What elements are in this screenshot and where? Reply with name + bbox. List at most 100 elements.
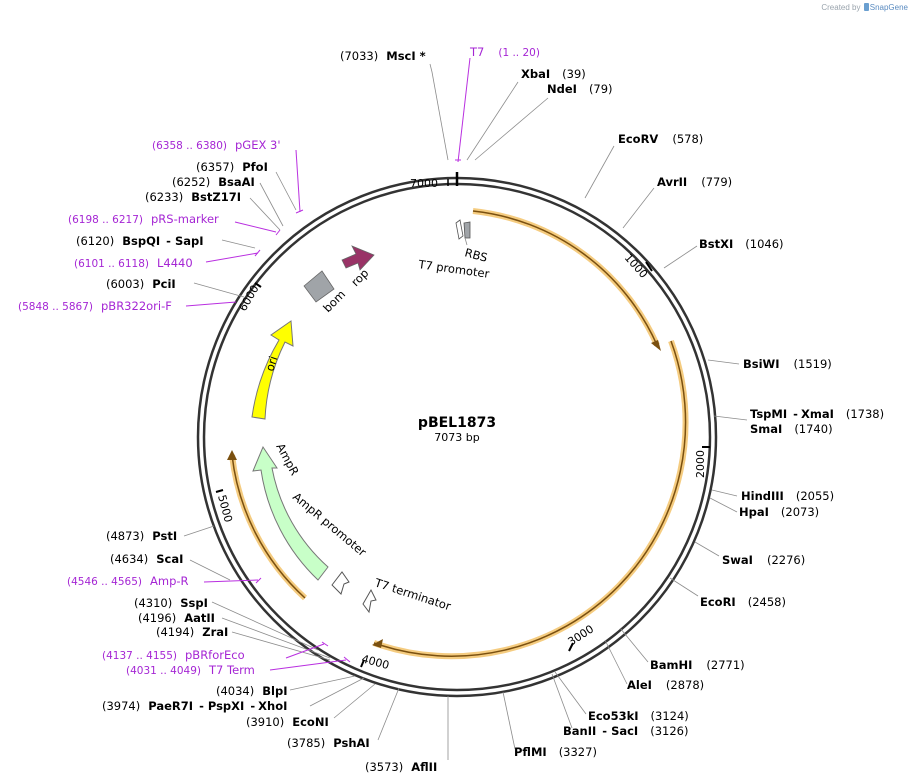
name-bsiWI: BsiWI [743, 357, 780, 371]
name-pspXI: PspXI [208, 699, 244, 713]
orf-arc-2-halo [373, 339, 689, 660]
label-aleI[interactable]: AleI(2878) [627, 678, 704, 692]
leader-t7term [269, 659, 347, 671]
label-amp-r[interactable]: (4546 .. 4565)Amp-R [67, 574, 189, 588]
label-l4440[interactable]: (6101 .. 6118)L4440 [74, 256, 193, 270]
pos-aatII: (4196) [138, 611, 176, 625]
name-pgex3: pGEX 3' [235, 138, 281, 152]
label-mscI[interactable]: (7033)MscI * [340, 49, 426, 63]
range-pgex3: (6358 .. 6380) [152, 140, 227, 152]
label-bstZ17I[interactable]: (6233)BstZ17I [145, 190, 241, 204]
label-bspQI[interactable]: (6120)BspQI-SapI [76, 234, 204, 248]
credit-prefix: Created by [821, 3, 861, 12]
pos-ndeI: (79) [589, 82, 613, 96]
tick-6000: 6000 [236, 283, 261, 314]
leader-pbr322ori-f [185, 301, 237, 307]
name-pciI: PciI [152, 277, 175, 291]
leader-xbaI [466, 81, 519, 161]
label-t7[interactable]: T7(1 .. 20) [469, 45, 540, 59]
leader-aleI [604, 639, 628, 685]
leader-banII [551, 673, 573, 729]
label-sspI[interactable]: (4310)SspI [134, 596, 208, 610]
label-bsaAI[interactable]: (6252)BsaAI [172, 175, 255, 189]
label-avrII[interactable]: AvrII(779) [657, 175, 732, 189]
label-pbrforeco[interactable]: (4137 .. 4155)pBRforEco [102, 648, 245, 662]
name-smaI: SmaI [750, 422, 782, 436]
label-aatII[interactable]: (4196)AatII [138, 611, 215, 625]
name-pfoI: PfoI [242, 160, 268, 174]
label-eco53kI[interactable]: Eco53kI(3124) [588, 709, 689, 723]
name-aflII: AflII [411, 760, 437, 774]
t7-promoter-arrow [455, 219, 464, 240]
label-tspMI[interactable]: TspMI-XmaI(1738) [750, 407, 884, 421]
leader-pgex3 [295, 149, 301, 213]
pos-pshAI: (3785) [287, 736, 325, 750]
label-pstI[interactable]: (4873)PstI [106, 529, 177, 543]
name-mscI: MscI * [386, 49, 425, 63]
prs-marker-mark [275, 229, 281, 236]
name-tspMI: TspMI [750, 407, 787, 421]
label-ndeI[interactable]: NdeI(79) [547, 82, 613, 96]
label-smaI[interactable]: SmaI (1740) [750, 422, 833, 436]
pos-blpI: (4034) [216, 684, 254, 698]
label-pgex3[interactable]: (6358 .. 6380) pGEX 3' [152, 138, 281, 152]
label-pfoI[interactable]: (6357)PfoI [196, 160, 268, 174]
label-pciI[interactable]: (6003)PciI [106, 277, 176, 291]
l4440-mark [254, 249, 261, 257]
pos-avrII: (779) [701, 175, 732, 189]
leader-aatII [221, 617, 331, 659]
enzyme-leaders [183, 63, 748, 760]
leader-hpaI [709, 497, 738, 513]
label-xbaI[interactable]: XbaI(39) [521, 67, 586, 81]
label-zraI[interactable]: (4194) ZraI [156, 625, 228, 639]
pos-zraI: (4194) [156, 625, 194, 639]
ampr-promoter-arrow [331, 571, 350, 595]
label-blpI[interactable]: (4034)BlpI [216, 684, 287, 698]
label-bsiWI[interactable]: BsiWI(1519) [743, 357, 832, 371]
name-hpaI: HpaI [739, 505, 769, 519]
label-swaI[interactable]: SwaI(2276) [722, 553, 805, 567]
label-ecoRV[interactable]: EcoRV(578) [618, 132, 703, 146]
leader-tspMI [713, 415, 748, 421]
pos-bamHI: (2771) [706, 658, 744, 672]
name-zraI: ZraI [202, 625, 228, 639]
leader-avrII [622, 187, 655, 229]
pos-tspMI: (1738) [846, 407, 884, 421]
name-pbrforeco: pBRforEco [185, 648, 245, 662]
leader-sspI [211, 601, 319, 651]
label-pshAI[interactable]: (3785)PshAI [287, 736, 370, 750]
label-hindIII[interactable]: HindIII(2055) [741, 489, 834, 503]
label-banII[interactable]: BanII-SacI(3126) [563, 724, 688, 738]
label-pbr322ori-f[interactable]: (5848 .. 5867)pBR322ori-F [18, 299, 172, 313]
leader-hindIII [711, 489, 738, 497]
label-ecoNI[interactable]: (3910)EcoNI [246, 715, 329, 729]
label-aflII[interactable]: (3573)AflII [365, 760, 437, 774]
name-paeR7I: PaeR7I [148, 699, 193, 713]
pos-smaI: (1740) [794, 422, 832, 436]
pos-swaI: (2276) [767, 553, 805, 567]
label-ecoRI[interactable]: EcoRI(2458) [700, 595, 786, 609]
label-scaI[interactable]: (4634)ScaI [110, 552, 183, 566]
range-t7term: (4031 .. 4049) [126, 665, 201, 677]
leader-bspQI [221, 239, 256, 249]
leader-pflMI [502, 691, 516, 750]
label-bstXI[interactable]: BstXI(1046) [699, 237, 784, 251]
pos-ecoRI: (2458) [748, 595, 786, 609]
pos-pflMI: (3327) [559, 745, 597, 759]
label-bamHI[interactable]: BamHI(2771) [650, 658, 745, 672]
name-bsaAI: BsaAI [218, 175, 255, 189]
label-paeR7I[interactable]: (3974)PaeR7I-PspXI-XhoI [102, 699, 287, 713]
range-t7: (1 .. 20) [498, 47, 540, 59]
leader-scaI [189, 559, 231, 581]
leader-bstZ17I [249, 197, 281, 231]
pos-hindIII: (2055) [796, 489, 834, 503]
label-t7term[interactable]: (4031 .. 4049)T7 Term [126, 663, 255, 677]
leader-blpI [289, 675, 356, 691]
leader-ndeI [474, 97, 549, 161]
name-xmaI: XmaI [801, 407, 834, 421]
label-hpaI[interactable]: HpaI(2073) [739, 505, 819, 519]
name-prs-marker: pRS-marker [151, 212, 219, 226]
label-pflMI[interactable]: PflMI(3327) [514, 745, 597, 759]
label-prs-marker[interactable]: (6198 .. 6217)pRS-marker [68, 212, 219, 226]
